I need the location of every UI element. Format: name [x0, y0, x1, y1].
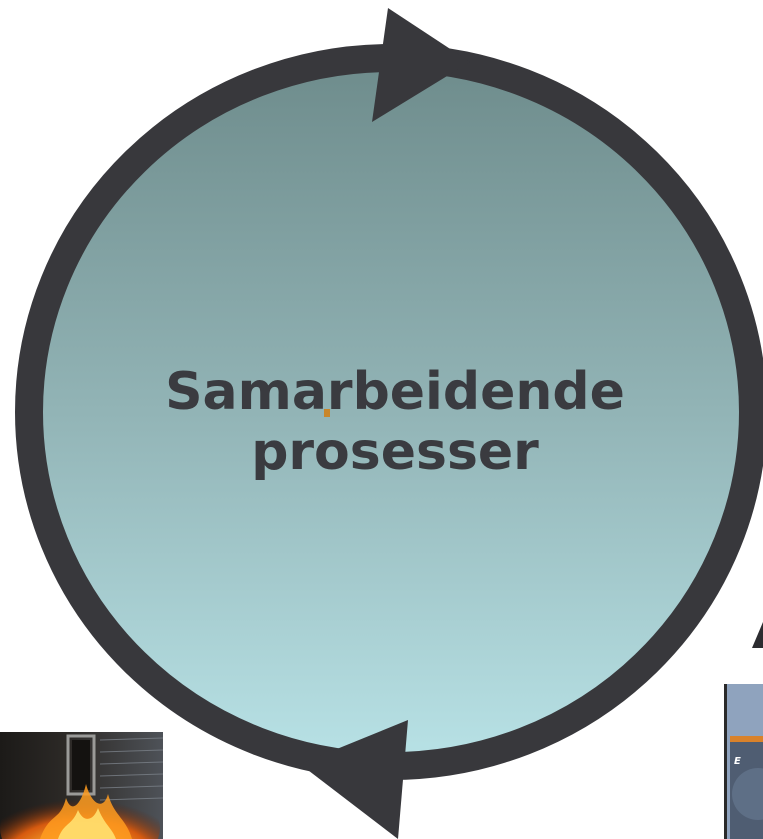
center-label-line2: prosesser: [251, 422, 539, 482]
edge-fragment-mark: [752, 622, 763, 648]
arrowhead-top-icon: [372, 8, 470, 122]
arrowhead-bottom-icon: [300, 720, 408, 839]
text-cursor-marker: [324, 409, 330, 417]
cycle-circle-fill: [33, 62, 749, 762]
book-cover-image: E: [724, 684, 763, 839]
fire-photo: [0, 732, 163, 839]
svg-text:E: E: [734, 756, 741, 767]
center-label: Samarbeidende prosesser: [120, 362, 670, 482]
center-label-line1: Samarbeidende: [165, 362, 625, 422]
